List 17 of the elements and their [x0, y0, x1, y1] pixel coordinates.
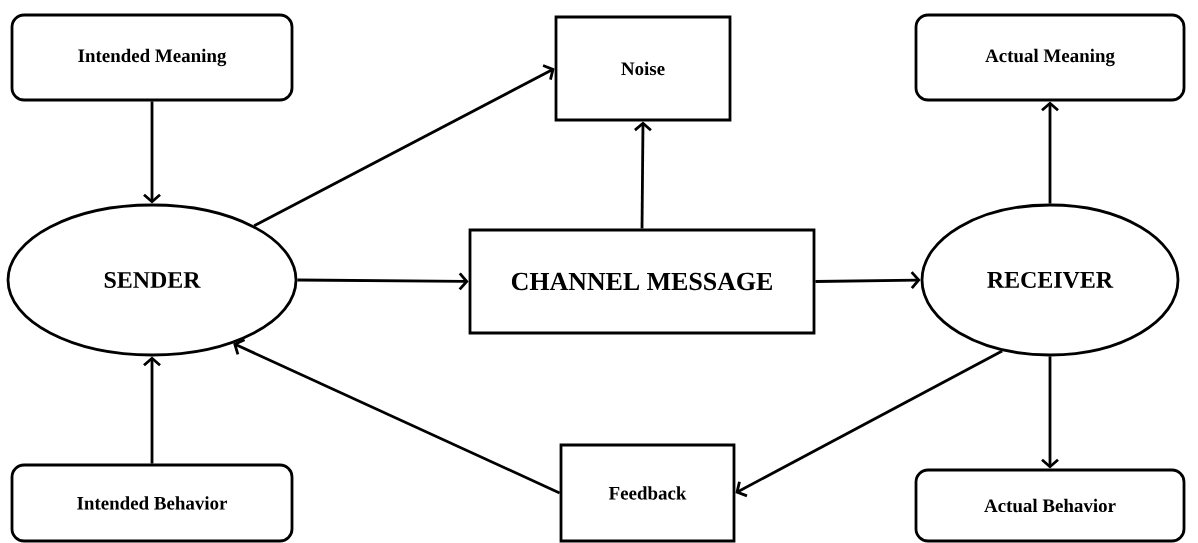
- arrow: [233, 338, 561, 495]
- arrow: [1041, 356, 1059, 469]
- process-box: Feedback: [559, 443, 736, 543]
- arrow: [815, 271, 921, 289]
- behavior-box: Actual Behavior: [914, 468, 1186, 543]
- arrow: [253, 64, 555, 227]
- arrow: [735, 349, 1003, 498]
- arrow: [634, 121, 652, 229]
- arrow: [143, 101, 161, 204]
- arrow: [143, 356, 161, 464]
- behavior-box: Intended Behavior: [10, 463, 294, 543]
- process-box: Noise: [554, 15, 732, 122]
- process-box: CHANNEL MESSAGE: [468, 228, 816, 335]
- meaning-box: Actual Meaning: [914, 13, 1186, 102]
- arrow: [1041, 101, 1059, 204]
- meaning-box: Intended Meaning: [10, 13, 294, 102]
- arrow: [297, 272, 469, 291]
